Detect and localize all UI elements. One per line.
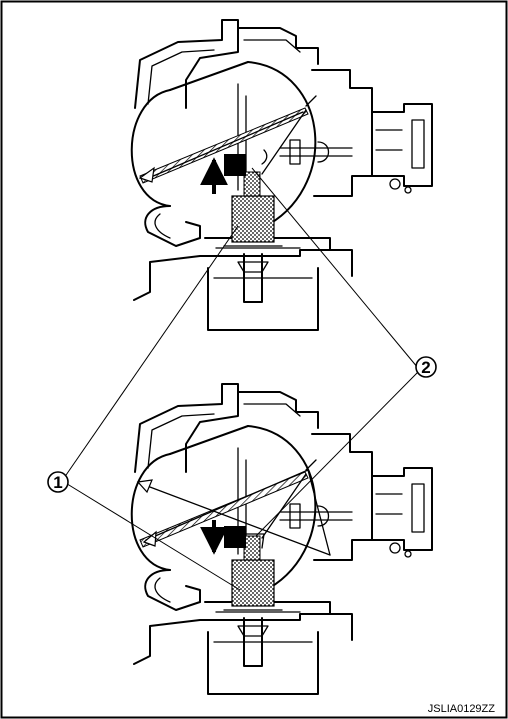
bottom-black-block xyxy=(224,526,246,548)
figure-code: JSLIA0129ZZ xyxy=(428,703,496,715)
callout-1: 1 xyxy=(47,471,69,493)
bottom-view xyxy=(130,383,433,695)
callout-2: 2 xyxy=(415,356,437,378)
top-black-block xyxy=(224,154,246,176)
top-view xyxy=(130,19,433,331)
bottom-flow-line-a xyxy=(141,483,331,556)
callout-2-circle xyxy=(415,356,437,378)
leader-lines xyxy=(63,167,419,591)
callout-1-circle xyxy=(47,471,69,493)
bottom-flow-line-b xyxy=(145,469,331,556)
callout-2-label: 2 xyxy=(421,358,430,377)
callout-1-label: 1 xyxy=(53,473,62,492)
